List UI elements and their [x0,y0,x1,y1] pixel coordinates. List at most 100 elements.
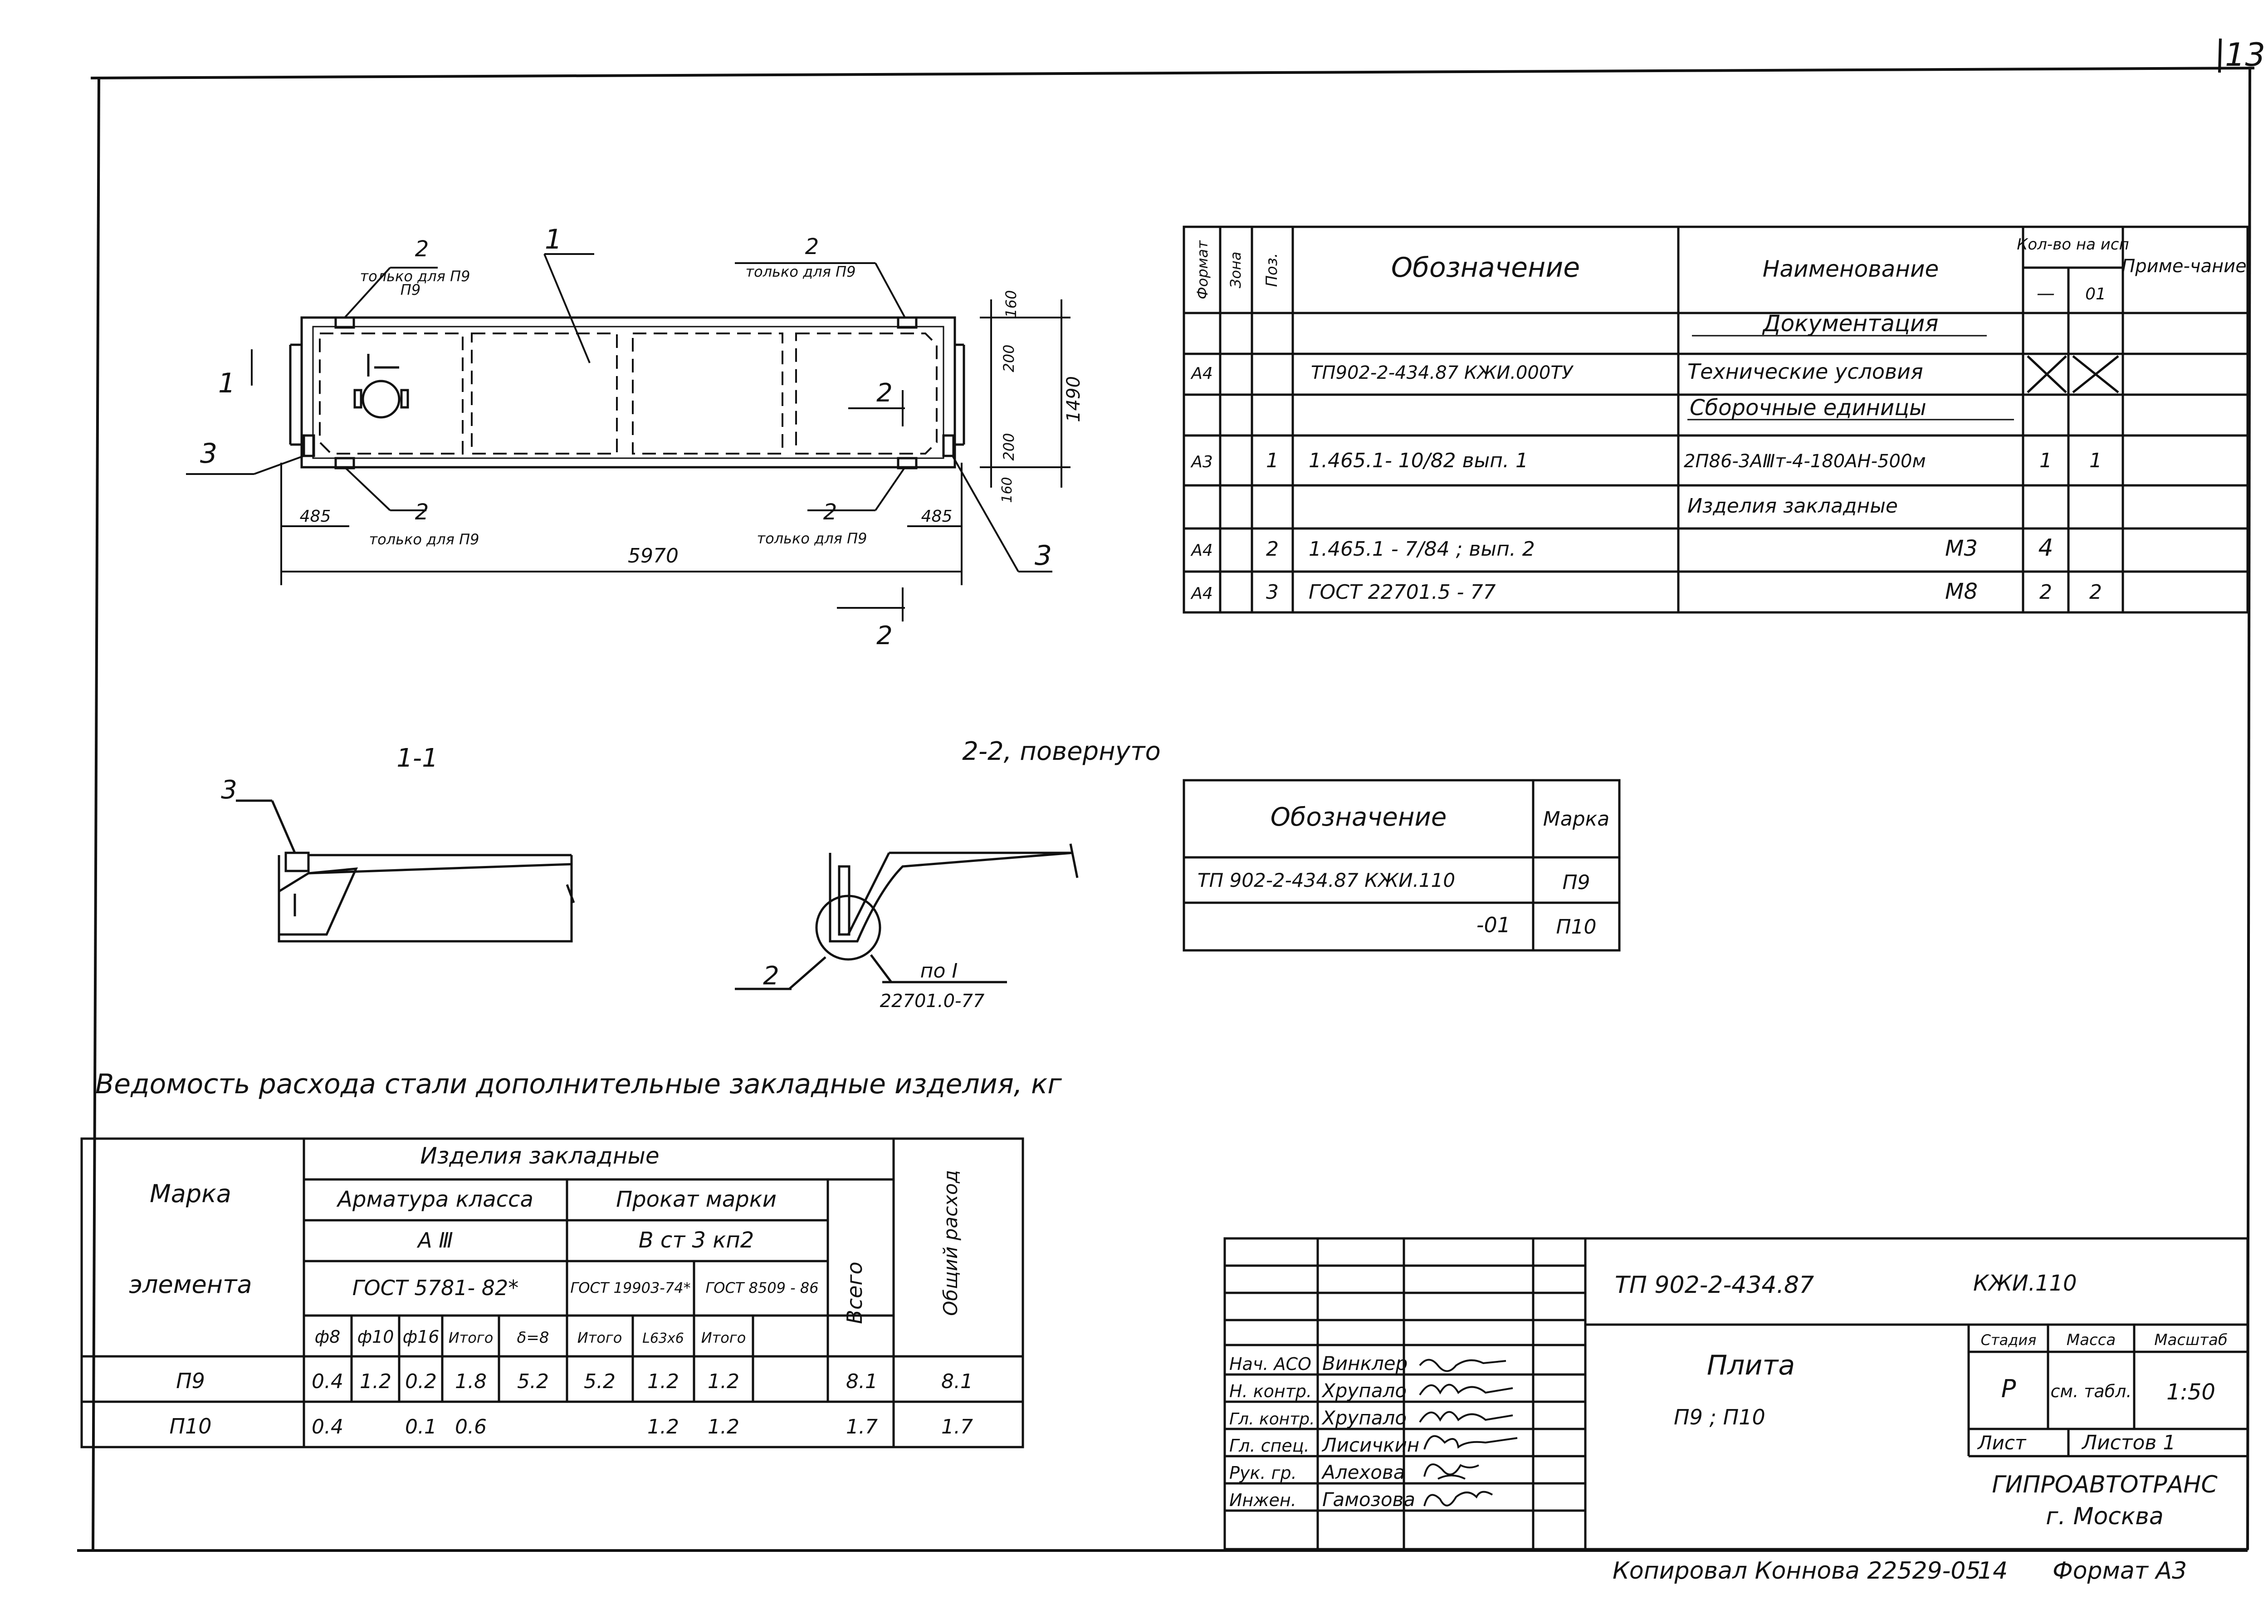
spec-h-format: Формат [1194,240,1211,299]
frame [77,38,2255,1552]
svg-text:8.1: 8.1 [846,1370,878,1393]
signatures [1419,1359,1518,1507]
spec-name: М3 [1945,536,1978,561]
spec-h-zone: Зона [1227,252,1244,289]
spec-designation: 1.465.1- 10/82 вып. 1 [1309,449,1528,472]
spec-h-designation: Обозначение [1391,252,1580,284]
footer-copied: Копировал Коннова 22529-05 [1613,1557,1981,1585]
svg-text:1.2: 1.2 [647,1415,679,1438]
spec-format: А4 [1190,584,1213,603]
svg-text:П9: П9 [1562,871,1590,894]
svg-text:Лист: Лист [1977,1432,2027,1454]
plan-leaders [186,253,1070,621]
svg-text:5970: 5970 [628,544,679,567]
svg-text:2: 2 [876,621,893,651]
svg-text:Итого: Итого [701,1329,746,1346]
svg-text:0.2: 0.2 [405,1370,437,1393]
spec-designation: ТП902-2-434.87 КЖИ.000ТУ [1311,362,1574,383]
spec-name: Изделия закладные [1687,494,1898,518]
svg-text:Р: Р [2001,1375,2016,1403]
svg-text:1.7: 1.7 [846,1415,878,1438]
svg-text:1.7: 1.7 [941,1415,973,1438]
spec-q1: 2 [2039,581,2052,604]
spec-designation: 1.465.1 - 7/84 ; вып. 2 [1309,538,1535,561]
svg-text:только для П9: только для П9 [757,530,867,547]
svg-text:Обозначение: Обозначение [1271,802,1447,832]
section-2-2-mark: 2 [763,961,779,991]
slab-plan [289,316,965,470]
svg-text:1: 1 [545,224,562,255]
svg-text:δ=8: δ=8 [517,1329,549,1347]
mark-table-text: Обозначение Марка ТП 902-2-434.87 КЖИ.11… [1198,802,1609,939]
svg-text:ГИПРОАВТОТРАНС: ГИПРОАВТОТРАНС [1992,1471,2218,1498]
spec-q1: 4 [2038,534,2053,562]
svg-text:Арматура класса: Арматура класса [336,1187,533,1212]
spec-format: А4 [1190,541,1213,560]
spec-q1: 1 [2039,449,2052,472]
svg-text:А Ⅲ: А Ⅲ [416,1228,453,1252]
svg-text:Итого: Итого [449,1329,494,1346]
spec-pos: 2 [1266,538,1279,561]
spec-pos: 3 [1266,581,1279,604]
svg-text:В ст 3 кп2: В ст 3 кп2 [639,1228,754,1253]
svg-text:Винклер: Винклер [1322,1352,1408,1375]
svg-text:0.4: 0.4 [312,1370,343,1393]
svg-text:2: 2 [805,234,819,259]
svg-text:1.2: 1.2 [360,1370,391,1393]
spec-designation: ГОСТ 22701.5 - 77 [1309,581,1496,604]
svg-text:Общий расход: Общий расход [939,1170,962,1316]
drawing-name: Плита [1707,1350,1795,1381]
drawing-code: ТП 902-2-434.87 [1615,1272,1814,1299]
spec-h-name: Наименование [1763,256,1939,282]
section-2-2-title: 2-2, повернуто [962,737,1161,766]
spec-h-qty: Кол-во на исп [2017,235,2129,254]
svg-text:1: 1 [218,367,235,399]
svg-text:Хрупало: Хрупало [1321,1379,1407,1402]
svg-text:2: 2 [415,236,429,262]
svg-text:ф10: ф10 [357,1327,394,1347]
svg-text:только для П9: только для П9 [369,531,479,548]
spec-h-qty-01: 01 [2085,285,2106,303]
spec-name: Документация [1762,310,1939,337]
svg-text:Лисичкин: Лисичкин [1321,1434,1419,1456]
spec-q2: 2 [2089,581,2102,604]
svg-text:-01: -01 [1476,913,1510,937]
spec-h-qty-dash: — [2037,283,2055,304]
spec-format: А3 [1190,453,1213,471]
svg-text:8.1: 8.1 [941,1370,973,1393]
plan-labels: 2 только для П9 П9 2 только для П9 1 1 3… [200,224,1084,651]
section-1-1-mark: 3 [221,775,237,805]
svg-text:0.6: 0.6 [455,1415,487,1438]
svg-text:Гл. спец.: Гл. спец. [1229,1436,1310,1456]
svg-text:1.2: 1.2 [708,1370,739,1393]
svg-text:2: 2 [876,378,893,408]
title-block-text: ТП 902-2-434.87 КЖИ.110 Плита П9 ; П10 С… [1229,1271,2228,1530]
svg-text:г. Москва: г. Москва [2046,1503,2164,1530]
svg-text:2: 2 [823,499,837,525]
footer-page: 14 [1978,1557,2008,1585]
svg-text:200: 200 [1000,344,1017,372]
svg-text:Н. контр.: Н. контр. [1229,1381,1312,1401]
spec-name: Технические условия [1687,359,1923,384]
svg-text:только для П9: только для П9 [360,268,470,285]
svg-text:Изделия закладные: Изделия закладные [420,1143,659,1169]
svg-text:1.2: 1.2 [708,1415,739,1438]
spec-h-pos: Поз. [1263,253,1281,287]
svg-text:160: 160 [999,477,1015,503]
svg-text:ГОСТ 8509 - 86: ГОСТ 8509 - 86 [705,1279,818,1296]
svg-text:3: 3 [200,438,217,470]
svg-text:П10: П10 [169,1414,211,1438]
svg-text:Листов 1: Листов 1 [2081,1431,2175,1454]
svg-text:1.2: 1.2 [647,1370,679,1393]
svg-text:Инжен.: Инжен. [1229,1490,1296,1510]
svg-text:ГОСТ 19903-74*: ГОСТ 19903-74* [570,1279,690,1296]
svg-text:ф16: ф16 [403,1327,440,1347]
svg-text:Нач. АСО: Нач. АСО [1229,1354,1311,1374]
svg-text:Масса: Масса [2067,1331,2116,1349]
svg-text:П9: П9 [176,1369,205,1393]
steel-table-text: Марка элемента Изделия закладные Арматур… [129,1143,973,1438]
svg-text:0.4: 0.4 [312,1415,343,1438]
spec-q2: 1 [2089,449,2102,472]
svg-text:ГОСТ 5781- 82*: ГОСТ 5781- 82* [352,1276,519,1300]
svg-text:Прокат марки: Прокат марки [616,1187,777,1212]
